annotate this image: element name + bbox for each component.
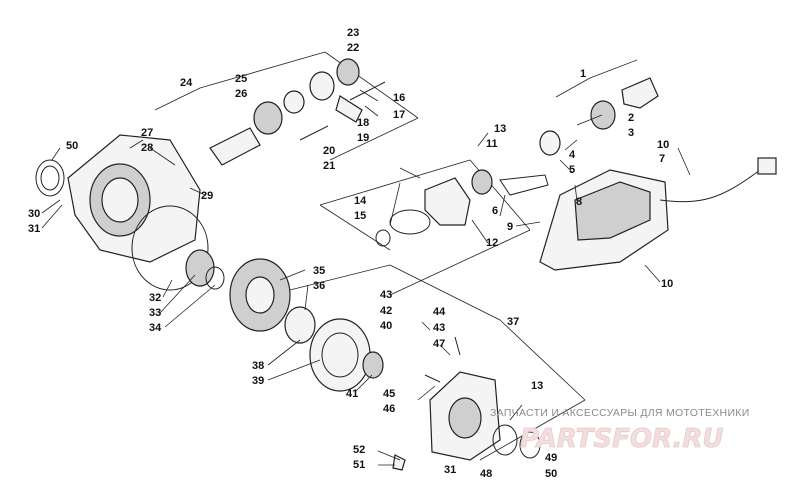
callout-41: 41 bbox=[346, 388, 358, 400]
callout-34: 34 bbox=[149, 322, 162, 334]
callout-49: 49 bbox=[545, 452, 557, 464]
callout-13-upper: 13 bbox=[494, 123, 506, 135]
watermark-caption: ЗАПЧАСТИ И АКСЕССУАРЫ ДЛЯ МОТОТЕХНИКИ bbox=[490, 407, 750, 419]
callout-24: 24 bbox=[180, 77, 193, 89]
rear-housing bbox=[35, 134, 201, 263]
watermark-logo: PARTSFOR.RU bbox=[520, 424, 723, 454]
group-brackets bbox=[154, 51, 638, 461]
callout-15: 15 bbox=[354, 210, 366, 222]
callout-5: 5 bbox=[569, 164, 575, 176]
callout-7: 7 bbox=[659, 153, 665, 165]
callout-32: 32 bbox=[149, 292, 161, 304]
callout-36: 36 bbox=[313, 280, 325, 292]
callout-10-upper: 10 bbox=[657, 139, 669, 151]
callout-40: 40 bbox=[380, 320, 392, 332]
callout-43-upper: 43 bbox=[380, 289, 392, 301]
callout-4: 4 bbox=[569, 149, 576, 161]
callout-45: 45 bbox=[383, 388, 395, 400]
callout-18: 18 bbox=[357, 117, 369, 129]
callout-22: 22 bbox=[347, 42, 359, 54]
callout-33: 33 bbox=[149, 307, 161, 319]
actuator-assembly bbox=[539, 157, 777, 271]
ring-gear-group bbox=[185, 249, 316, 344]
callout-37: 37 bbox=[507, 316, 519, 328]
callout-50-bottom: 50 bbox=[545, 468, 557, 480]
callout-leaders bbox=[41, 89, 691, 466]
callout-51: 51 bbox=[353, 459, 365, 471]
callout-43-right: 43 bbox=[433, 322, 445, 334]
callout-19: 19 bbox=[357, 132, 369, 144]
callout-3: 3 bbox=[628, 127, 634, 139]
callout-29: 29 bbox=[201, 190, 213, 202]
callout-25: 25 bbox=[235, 73, 247, 85]
callout-16: 16 bbox=[393, 92, 405, 104]
callout-30: 30 bbox=[28, 208, 40, 220]
callout-31-bottom: 31 bbox=[444, 464, 456, 476]
callout-2: 2 bbox=[628, 112, 634, 124]
callout-44: 44 bbox=[433, 306, 446, 318]
callout-6: 6 bbox=[492, 205, 498, 217]
callout-1: 1 bbox=[580, 68, 586, 80]
callout-47: 47 bbox=[433, 338, 445, 350]
callout-38: 38 bbox=[252, 360, 264, 372]
callout-35: 35 bbox=[313, 265, 325, 277]
callout-23: 23 bbox=[347, 27, 359, 39]
callout-46: 46 bbox=[383, 403, 395, 415]
watermark: ЗАПЧАСТИ И АКСЕССУАРЫ ДЛЯ МОТОТЕХНИКИ PA… bbox=[490, 407, 750, 454]
callout-9: 9 bbox=[507, 221, 513, 233]
callout-11: 11 bbox=[486, 138, 498, 150]
middle-bearing-group bbox=[375, 169, 549, 247]
pinion-shaft-assembly bbox=[209, 58, 386, 166]
callout-31-left: 31 bbox=[28, 223, 40, 235]
callout-52: 52 bbox=[353, 444, 365, 456]
callout-50-left: 50 bbox=[66, 140, 78, 152]
callout-27: 27 bbox=[141, 127, 153, 139]
callout-12: 12 bbox=[486, 237, 498, 249]
callout-8: 8 bbox=[576, 196, 582, 208]
callout-48: 48 bbox=[480, 468, 492, 480]
coupler-assembly bbox=[539, 77, 659, 156]
callout-26: 26 bbox=[235, 88, 247, 100]
callout-10-lower: 10 bbox=[661, 278, 673, 290]
callout-39: 39 bbox=[252, 375, 264, 387]
callout-21: 21 bbox=[323, 160, 335, 172]
callout-28: 28 bbox=[141, 142, 153, 154]
callout-17: 17 bbox=[393, 109, 405, 121]
callout-42: 42 bbox=[380, 305, 392, 317]
callout-14: 14 bbox=[354, 195, 367, 207]
callout-labels: 1 2 3 4 5 6 7 8 9 10 10 11 12 13 13 14 1… bbox=[28, 27, 673, 480]
o-ring-large bbox=[131, 205, 209, 291]
callout-13-lower: 13 bbox=[531, 380, 543, 392]
front-cover-group bbox=[309, 318, 541, 471]
callout-20: 20 bbox=[323, 145, 335, 157]
